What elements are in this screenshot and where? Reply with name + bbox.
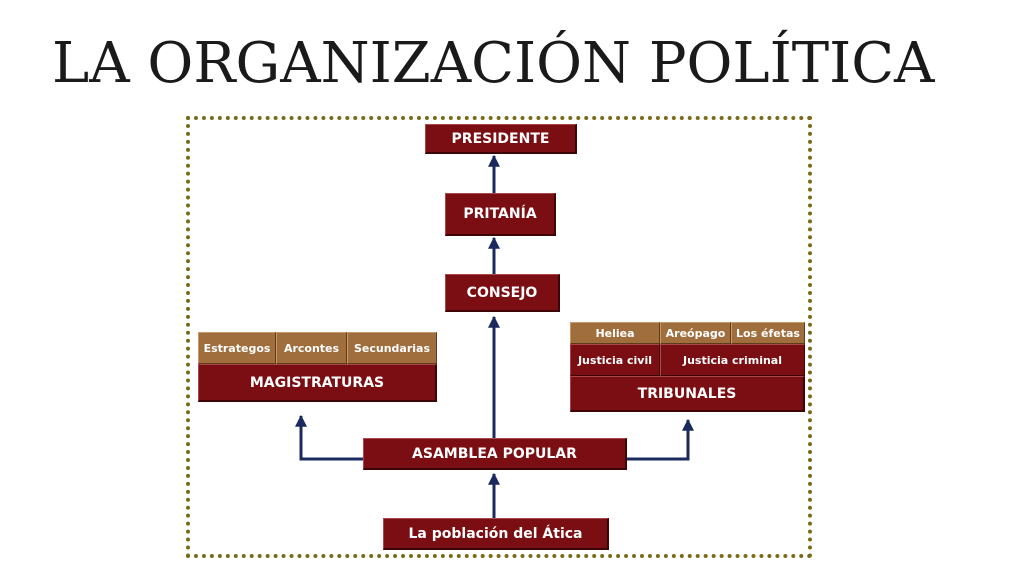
poblacion-label: La población del Ática xyxy=(408,525,583,542)
presidente-label: PRESIDENTE xyxy=(451,130,550,147)
tribunales-item-justicia-criminal: Justicia criminal xyxy=(660,344,805,376)
diagram-frame xyxy=(186,116,812,558)
tribunales-label: TRIBUNALES xyxy=(637,385,737,402)
magistraturas-label: MAGISTRATURAS xyxy=(249,374,385,391)
arrow-asamblea-to-tribunales xyxy=(626,418,694,461)
consejo-box: CONSEJO xyxy=(445,274,560,312)
poblacion-box: La población del Ática xyxy=(383,518,609,550)
magistraturas-item-secundarias: Secundarias xyxy=(347,332,437,364)
tribunales-item-justicia-civil: Justicia civil xyxy=(570,344,660,376)
consejo-label: CONSEJO xyxy=(466,284,538,301)
pritania-label: PRITANÍA xyxy=(463,206,537,222)
arrow-asamblea-to-magistraturas xyxy=(295,414,364,461)
magistraturas-box: MAGISTRATURAS xyxy=(198,364,437,402)
pritania-box: PRITANÍA xyxy=(445,193,556,236)
presidente-box: PRESIDENTE xyxy=(425,124,577,154)
slide-title: LA ORGANIZACIÓN POLÍTICA xyxy=(52,31,935,96)
tribunales-item-areopago: Areópago xyxy=(660,322,731,344)
tribunales-item-heliea: Heliea xyxy=(570,322,660,344)
magistraturas-item-estrategos: Estrategos xyxy=(198,332,276,364)
magistraturas-item-arcontes: Arcontes xyxy=(276,332,347,364)
asamblea-label: ASAMBLEA POPULAR xyxy=(412,445,577,462)
asamblea-box: ASAMBLEA POPULAR xyxy=(363,438,627,470)
tribunales-box: TRIBUNALES xyxy=(570,376,805,412)
tribunales-item-efetas: Los éfetas xyxy=(731,322,805,344)
